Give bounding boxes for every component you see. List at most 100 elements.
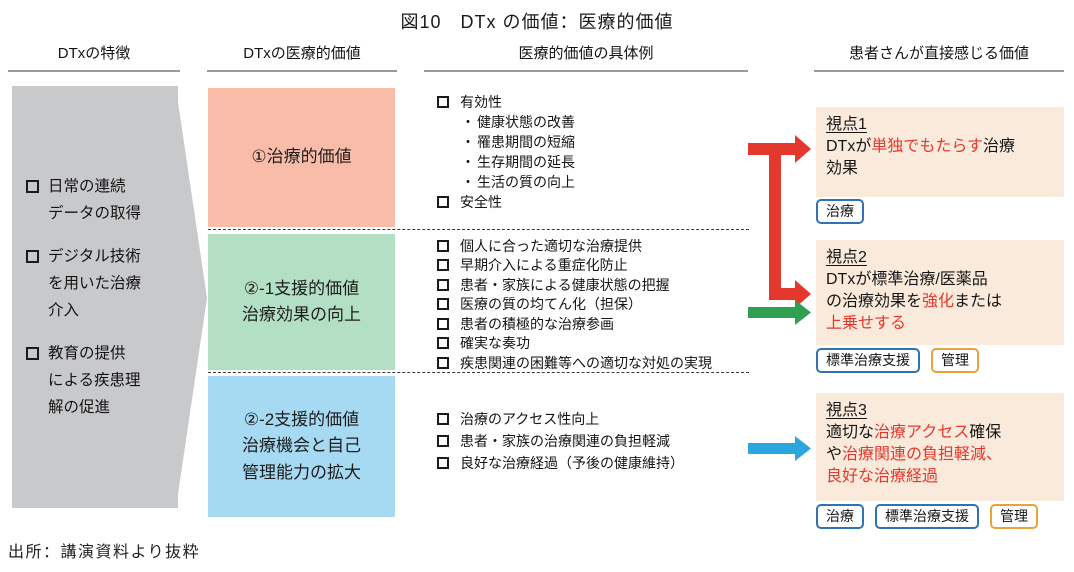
example-item: 安全性	[437, 192, 749, 212]
viewpoint-2-tags: 標準治療支援管理	[816, 348, 979, 373]
example-item: 確実な奏功	[437, 334, 749, 354]
dashed-divider-1	[208, 229, 749, 230]
blue-arrow-icon	[748, 436, 811, 461]
example-item: 良好な治療経過（予後の健康維持）	[437, 452, 749, 474]
feature-text: デジタル技術を用いた治療介入	[48, 243, 141, 324]
viewpoint-1-tags: 治療	[816, 199, 864, 224]
checkbox-bullet-icon	[437, 435, 449, 447]
column-header-value-examples: 医療的価値の具体例	[424, 42, 748, 72]
feature-text: 教育の提供による疾患理解の促進	[48, 340, 141, 421]
source-note: 出所：講演資料より抜粋	[8, 544, 201, 561]
features-chevron-shape	[178, 102, 207, 494]
viewpoint-text-line: 上乗せする	[826, 313, 1054, 335]
example-item: 治療のアクセス性向上	[437, 408, 749, 430]
feature-text: 日常の連続データの取得	[48, 173, 141, 227]
example-item-label: 確実な奏功	[460, 335, 530, 352]
example-item: 患者の積極的な治療参画	[437, 314, 749, 334]
example-item-label: 早期介入による重症化防止	[460, 257, 628, 274]
red-branch-arrow-icon	[748, 135, 811, 308]
example-item: 医療の質の均てん化（担保）	[437, 295, 749, 315]
examples-group-therapeutic: 有効性・健康状態の改善・罹患期間の短縮・生存期間の延長・生活の質の向上安全性	[437, 92, 749, 212]
plain-text: または	[954, 293, 1003, 311]
checkbox-bullet-icon	[26, 249, 39, 263]
viewpoint-text-line: 適切な治療アクセス確保	[826, 422, 1054, 444]
example-item-label: 個人に合った適切な治療提供	[460, 237, 642, 254]
example-item-label: 医療の質の均てん化（担保）	[460, 296, 642, 313]
highlighted-text: 上乗せする	[826, 315, 907, 333]
example-item: ・罹患期間の短縮	[437, 132, 749, 152]
example-item: ・健康状態の改善	[437, 112, 749, 132]
viewpoint-text-line: の治療効果を強化または	[826, 291, 1054, 313]
feature-line: データの取得	[48, 204, 142, 222]
example-item-label: 患者・家族による健康状態の把握	[460, 276, 670, 293]
value-box-line: 治療機会と自己	[242, 436, 361, 456]
feature-line: 教育の提供	[48, 345, 126, 363]
plain-text: 適切な	[826, 424, 875, 442]
feature-line: 解の促進	[48, 399, 111, 417]
dashed-divider-2	[208, 372, 749, 373]
column-header-patient-value: 患者さんが直接感じる価値	[814, 42, 1064, 72]
feature-item: デジタル技術を用いた治療介入	[26, 243, 174, 324]
value-box-line: 管理能力の拡大	[242, 462, 361, 482]
checkbox-bullet-icon	[437, 96, 449, 108]
category-tag: 治療	[816, 504, 864, 529]
example-item: 早期介入による重症化防止	[437, 256, 749, 276]
dtx-features-panel: 日常の連続データの取得デジタル技術を用いた治療介入教育の提供による疾患理解の促進	[12, 86, 178, 508]
example-item-label: 生活の質の向上	[477, 174, 575, 190]
dot-bullet-icon: ・	[461, 154, 475, 170]
dot-bullet-icon: ・	[461, 114, 475, 130]
feature-line: 介入	[48, 302, 80, 319]
dot-bullet-icon: ・	[461, 174, 475, 190]
checkbox-bullet-icon	[437, 317, 449, 330]
viewpoint-text-line: や治療関連の負担軽減、	[826, 444, 1054, 466]
checkbox-bullet-icon	[26, 347, 39, 361]
checkbox-bullet-icon	[437, 413, 449, 425]
value-box-line: 治療効果の向上	[242, 305, 361, 324]
value-box-support-effect: ②-1支援的価値治療効果の向上	[208, 234, 395, 370]
examples-group-support-opportunity: 治療のアクセス性向上患者・家族の治療関連の負担軽減良好な治療経過（予後の健康維持…	[437, 408, 749, 474]
column-header-dtx-features: DTxの特徴	[8, 42, 180, 72]
value-box-line: ①治療的価値	[251, 147, 352, 167]
example-item: 患者・家族による健康状態の把握	[437, 275, 749, 295]
viewpoint-text-line: 効果	[826, 158, 1054, 180]
value-box-therapeutic: ①治療的価値	[208, 88, 395, 227]
example-item: 疾患関連の困難等への適切な対処の実現	[437, 353, 749, 373]
highlighted-text: 単独でもたらす	[871, 138, 984, 156]
plain-text: DTxが	[826, 138, 872, 156]
viewpoint-text-line: DTxが標準治療/医薬品	[826, 269, 1054, 291]
feature-item: 日常の連続データの取得	[26, 173, 174, 227]
example-item-label: 健康状態の改善	[477, 114, 575, 130]
examples-group-support-effect: 個人に合った適切な治療提供早期介入による重症化防止患者・家族による健康状態の把握…	[437, 236, 749, 373]
highlighted-text: 強化	[922, 293, 955, 311]
category-tag: 管理	[990, 504, 1038, 529]
viewpoint-text-line: DTxが単独でもたらす治療	[826, 136, 1054, 158]
feature-line: デジタル技術	[48, 247, 141, 265]
feature-line: による疾患理	[48, 372, 141, 390]
feature-line: 日常の連続	[48, 177, 126, 195]
example-item: 患者・家族の治療関連の負担軽減	[437, 430, 749, 452]
category-tag: 標準治療支援	[816, 348, 920, 373]
figure-title: 図10 DTx の価値：医療的価値	[400, 12, 674, 32]
checkbox-bullet-icon	[26, 179, 39, 193]
viewpoint-title: 視点1	[826, 116, 867, 133]
checkbox-bullet-icon	[437, 356, 449, 369]
plain-text: の治療効果を	[826, 293, 923, 311]
example-item-label: 治療のアクセス性向上	[460, 411, 600, 427]
highlighted-text: 治療アクセス	[874, 424, 970, 442]
value-box-line: ②-2支援的価値	[243, 409, 360, 429]
category-tag: 標準治療支援	[875, 504, 979, 529]
viewpoint-title: 視点3	[826, 402, 867, 419]
example-item-label: 有効性	[460, 94, 502, 110]
plain-text: 効果	[826, 160, 859, 178]
viewpoint-3-box: 視点3 適切な治療アクセス確保や治療関連の負担軽減、良好な治療経過	[816, 393, 1064, 501]
example-item-label: 生存期間の延長	[477, 154, 575, 170]
example-item-label: 罹患期間の短縮	[477, 134, 575, 150]
highlighted-text: 良好な治療経過	[826, 468, 939, 486]
viewpoint-title: 視点2	[826, 249, 867, 266]
example-item-label: 患者の積極的な治療参画	[460, 315, 614, 332]
example-item-label: 安全性	[460, 194, 502, 210]
checkbox-bullet-icon	[437, 457, 449, 469]
